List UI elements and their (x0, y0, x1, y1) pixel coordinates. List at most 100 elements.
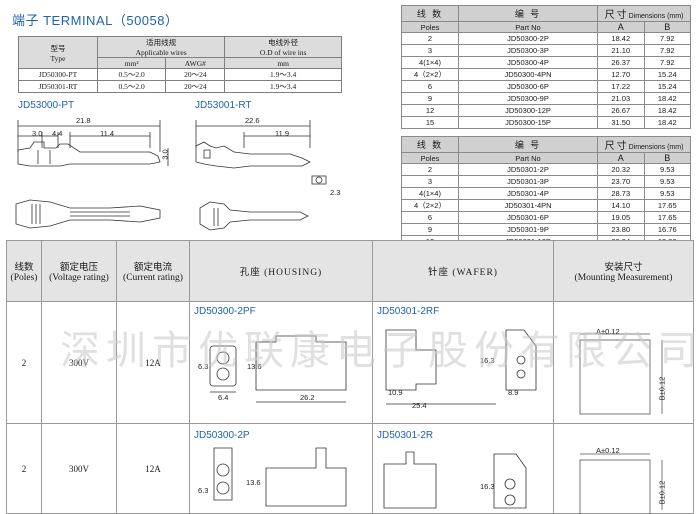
cell-a: 19.05 (597, 211, 645, 224)
cell-b: 16.76 (643, 223, 691, 236)
cell-a: 23.80 (597, 223, 645, 236)
col-part-cn: 编 号 (458, 5, 598, 22)
housing-dim-w: 26.2 (300, 393, 315, 402)
wafer-part-label: JD50301-2R (377, 430, 434, 441)
cell-poles: 3 (401, 175, 459, 188)
cell-part: JD50301-3P (458, 175, 598, 188)
col-a: A (597, 21, 645, 33)
rt-dim-c: 11.9 (275, 129, 290, 138)
cell-a: 17.22 (597, 80, 645, 93)
cell-part: JD50300-15P (458, 116, 598, 129)
rt-dim-total: 22.6 (245, 116, 260, 125)
wafer-part-label: JD50301-2RF (377, 306, 440, 317)
housing-2pf-drawing (209, 335, 347, 403)
wafer-dim-b: 25.4 (412, 401, 427, 410)
cell-poles: 15 (401, 116, 459, 129)
cell-a: 23.70 (597, 175, 645, 188)
cell-a: 20.32 (597, 163, 645, 176)
cell-part: JD50301-9P (458, 223, 598, 236)
housing-dim-h: 13.6 (246, 478, 261, 487)
cell-b: 9.53 (643, 175, 691, 188)
col-wafer: 针座 (WAFER) (372, 240, 554, 302)
cell-poles: 2 (401, 32, 459, 45)
wafer-2rf-drawing (385, 329, 537, 405)
cell-poles: 4（2×2） (401, 68, 459, 81)
wire-header-mm2: mm² (96, 57, 167, 69)
wafer-dim-c: 8.9 (508, 388, 519, 397)
col-voltage: 额定电压(Voltage rating) (41, 240, 117, 302)
col-poles-en: Poles (401, 21, 459, 33)
pt-dim-total: 21.8 (76, 116, 91, 125)
cell-part: JD50300-4P (458, 56, 598, 69)
col-poles: 线数(Poles) (6, 240, 42, 302)
mount-dim-a: A±0.12 (596, 327, 620, 336)
pt-drawing-label: JD53000-PT (18, 100, 75, 111)
wafer-cell (372, 301, 554, 424)
col-b: B (643, 152, 691, 164)
cell-b: 17.65 (643, 211, 691, 224)
mount-dim-a: A±0.12 (596, 446, 620, 455)
col-part-en: Part No (458, 152, 598, 164)
mount-dim-b: B±0.12 (657, 376, 667, 401)
cell-part: JD50300-12P (458, 104, 598, 117)
mounting-cell (553, 301, 694, 424)
wire-header-mm: mm (224, 57, 342, 69)
wafer-2r-drawing (383, 451, 527, 509)
cell-poles: 12 (401, 104, 459, 117)
cell-part: JD50301-2P (458, 163, 598, 176)
pt-dim-b: 4.4 (52, 129, 63, 138)
mounting-drawing (579, 333, 663, 415)
housing-part-label: JD50300-2PF (194, 306, 256, 317)
cell-b: 7.92 (643, 32, 691, 45)
page-title: 端子 TERMINAL（50058） (12, 13, 179, 28)
pt-dim-h: 3.0 (160, 149, 170, 160)
table-row: 2 300V 12A (6, 301, 694, 424)
watermark: 深圳市优联康电子股份有限公司 (60, 328, 700, 374)
cell-a: 28.73 (597, 187, 645, 200)
parts-table-50300: 线 数 编 号 尺寸Dimensions (mm) Poles Part No … (401, 5, 691, 129)
col-part-en: Part No (458, 21, 598, 33)
cell-poles: 4(1×4) (401, 187, 459, 200)
cell-part: JD50300-3P (458, 44, 598, 57)
col-current: 额定电流(Current rating) (116, 240, 190, 302)
cell-a: 18.42 (597, 32, 645, 45)
wire-header-awg: AWG# (165, 57, 226, 69)
col-a: A (597, 152, 645, 164)
table-row: JD50301-RT 0.5～2.0 20～24 1.9～3.4 (18, 80, 342, 93)
mounting-cell (553, 423, 694, 514)
col-housing: 孔座 (HOUSING) (189, 240, 373, 302)
col-dim-header: 尺寸Dimensions (mm) (597, 136, 691, 153)
housing-part-label: JD50300-2P (194, 430, 250, 441)
housing-dim-s: 6.4 (218, 393, 229, 402)
cell-poles: 3 (401, 44, 459, 57)
cell-poles: 9 (401, 92, 459, 105)
cell-b: 9.53 (643, 187, 691, 200)
housing-dim-p: 6.3 (198, 362, 209, 371)
rt-drawing-label: JD53001-RT (195, 100, 252, 111)
rt-dim-d: 2.3 (330, 188, 341, 197)
housing-2p-drawing (213, 447, 347, 507)
cell-a: 12.70 (597, 68, 645, 81)
cell-poles: 2 (401, 163, 459, 176)
cell-b: 9.53 (643, 163, 691, 176)
cell-b: 17.65 (643, 199, 691, 212)
cell-part: JD50300-4PN (458, 68, 598, 81)
mount-dim-b: B±0.12 (657, 480, 667, 505)
cell-part: JD50301-4PN (458, 199, 598, 212)
col-poles-cn: 线 数 (401, 136, 459, 153)
col-poles-cn: 线 数 (401, 5, 459, 22)
cell-part: JD50300-2P (458, 32, 598, 45)
pt-dim-a: 3.0 (32, 129, 43, 138)
